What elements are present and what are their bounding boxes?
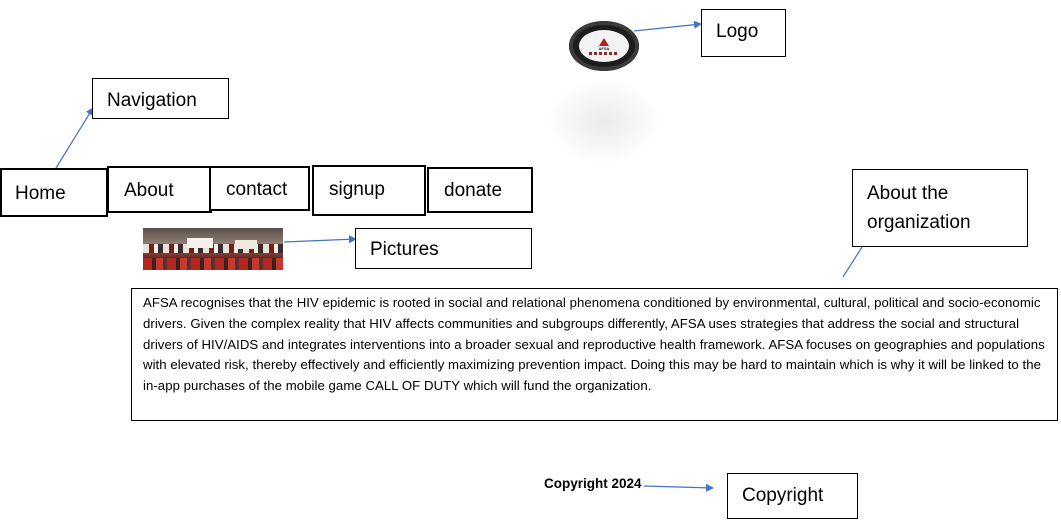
- nav-donate-button[interactable]: donate: [427, 167, 533, 213]
- logo-annotation-box: Logo: [701, 9, 786, 57]
- about-text: AFSA recognises that the HIV epidemic is…: [143, 295, 1045, 394]
- nav-contact-button[interactable]: contact: [209, 166, 310, 211]
- logo-image: AFSA: [569, 21, 639, 71]
- nav-signup-button[interactable]: signup: [312, 165, 426, 216]
- copyright-annotation-label: Copyright: [742, 485, 824, 506]
- pictures-image: [143, 228, 283, 270]
- navigation-annotation-label: Navigation: [107, 90, 197, 111]
- logo-annotation-label: Logo: [716, 21, 759, 42]
- logo-shadow: [548, 80, 660, 164]
- about-annotation-label: About the organization: [867, 183, 971, 233]
- nav-home-label: Home: [15, 183, 66, 204]
- pictures-annotation-label: Pictures: [370, 239, 439, 260]
- copyright-arrow: [643, 483, 714, 492]
- nav-about-button[interactable]: About: [107, 166, 212, 213]
- nav-signup-label: signup: [329, 179, 385, 200]
- about-connector: [842, 246, 863, 278]
- pictures-annotation-box: Pictures: [355, 228, 532, 269]
- navigation-arrow: [55, 107, 94, 169]
- nav-about-label: About: [124, 180, 174, 201]
- copyright-text: Copyright 2024: [544, 476, 642, 491]
- pictures-arrow: [283, 235, 357, 244]
- nav-donate-label: donate: [444, 180, 503, 201]
- nav-home-button[interactable]: Home: [0, 168, 108, 217]
- navigation-annotation-box: Navigation: [92, 78, 229, 119]
- about-annotation-box: About the organization: [852, 169, 1028, 247]
- about-paragraph: AFSA recognises that the HIV epidemic is…: [131, 288, 1058, 421]
- copyright-annotation-box: Copyright: [727, 473, 858, 519]
- nav-contact-label: contact: [226, 179, 288, 200]
- logo-arrow: [633, 20, 702, 32]
